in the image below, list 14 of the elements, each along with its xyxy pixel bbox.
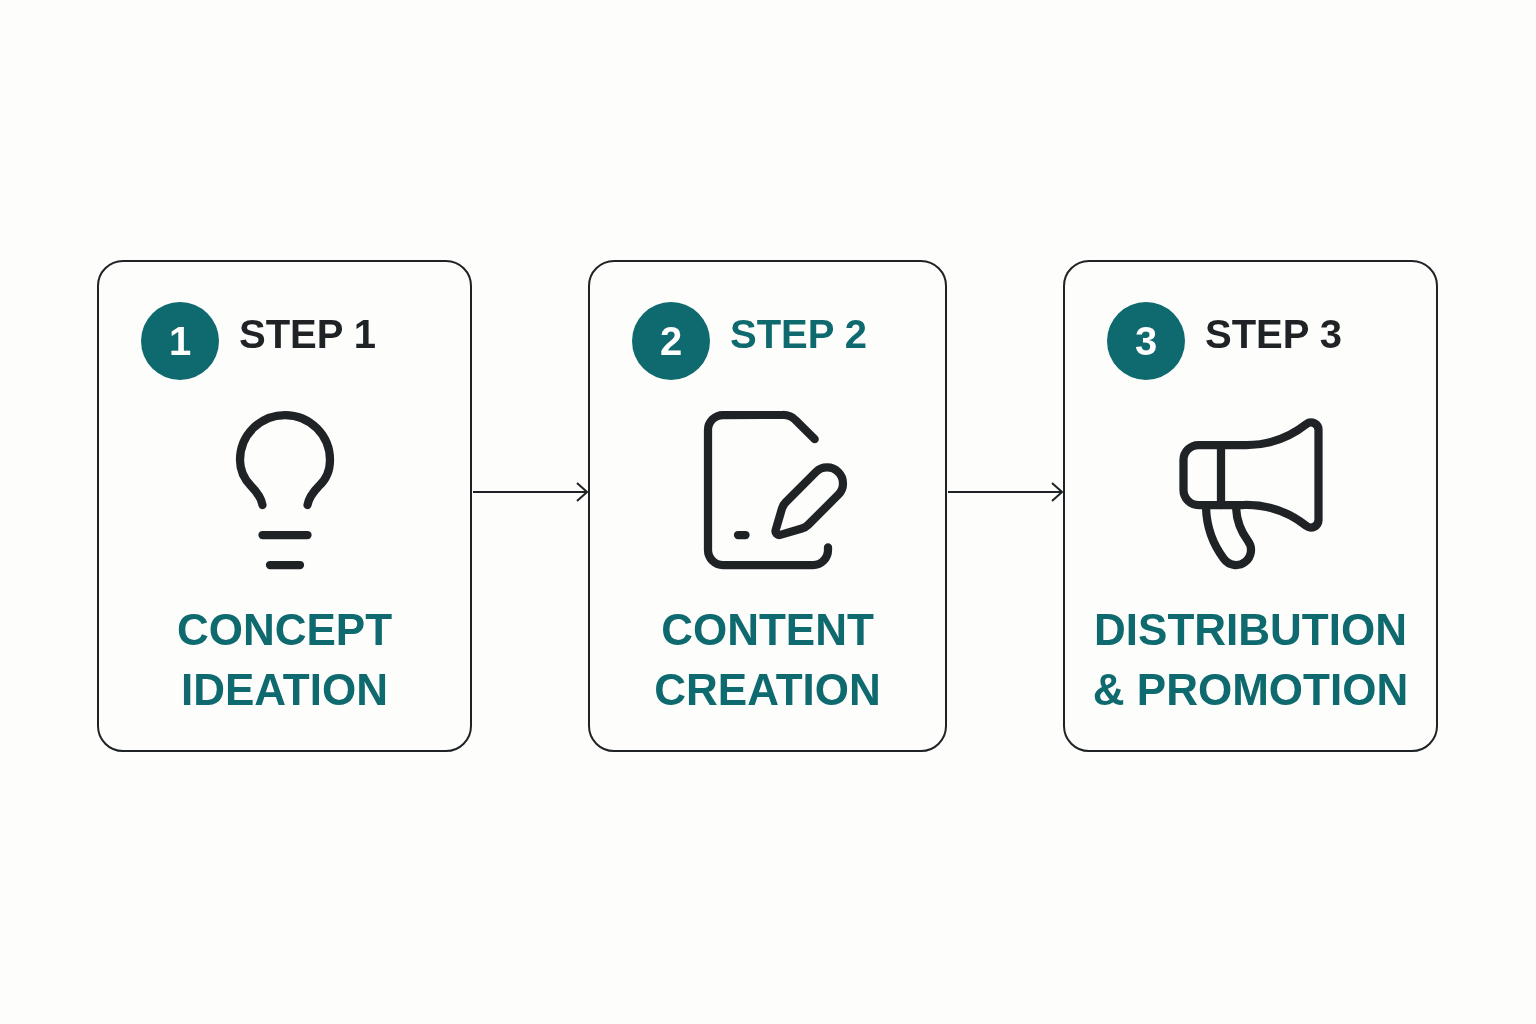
- step-card: [588, 260, 947, 752]
- step-number-badge: 3: [1107, 302, 1185, 380]
- step-title: CONTENT CREATION: [653, 604, 882, 716]
- step-heading: STEP 2: [730, 314, 868, 354]
- step-title: DISTRIBUTION & PROMOTION: [1091, 604, 1410, 716]
- step-title: CONCEPT IDEATION: [175, 604, 394, 716]
- step-heading: STEP 3: [1205, 314, 1343, 354]
- step-card: [97, 260, 472, 752]
- step-number-badge: 1: [141, 302, 219, 380]
- step-number-badge: 2: [632, 302, 710, 380]
- step-card: [1063, 260, 1438, 752]
- arrow: [472, 482, 588, 502]
- arrow: [947, 482, 1063, 502]
- step-heading: STEP 1: [239, 314, 377, 354]
